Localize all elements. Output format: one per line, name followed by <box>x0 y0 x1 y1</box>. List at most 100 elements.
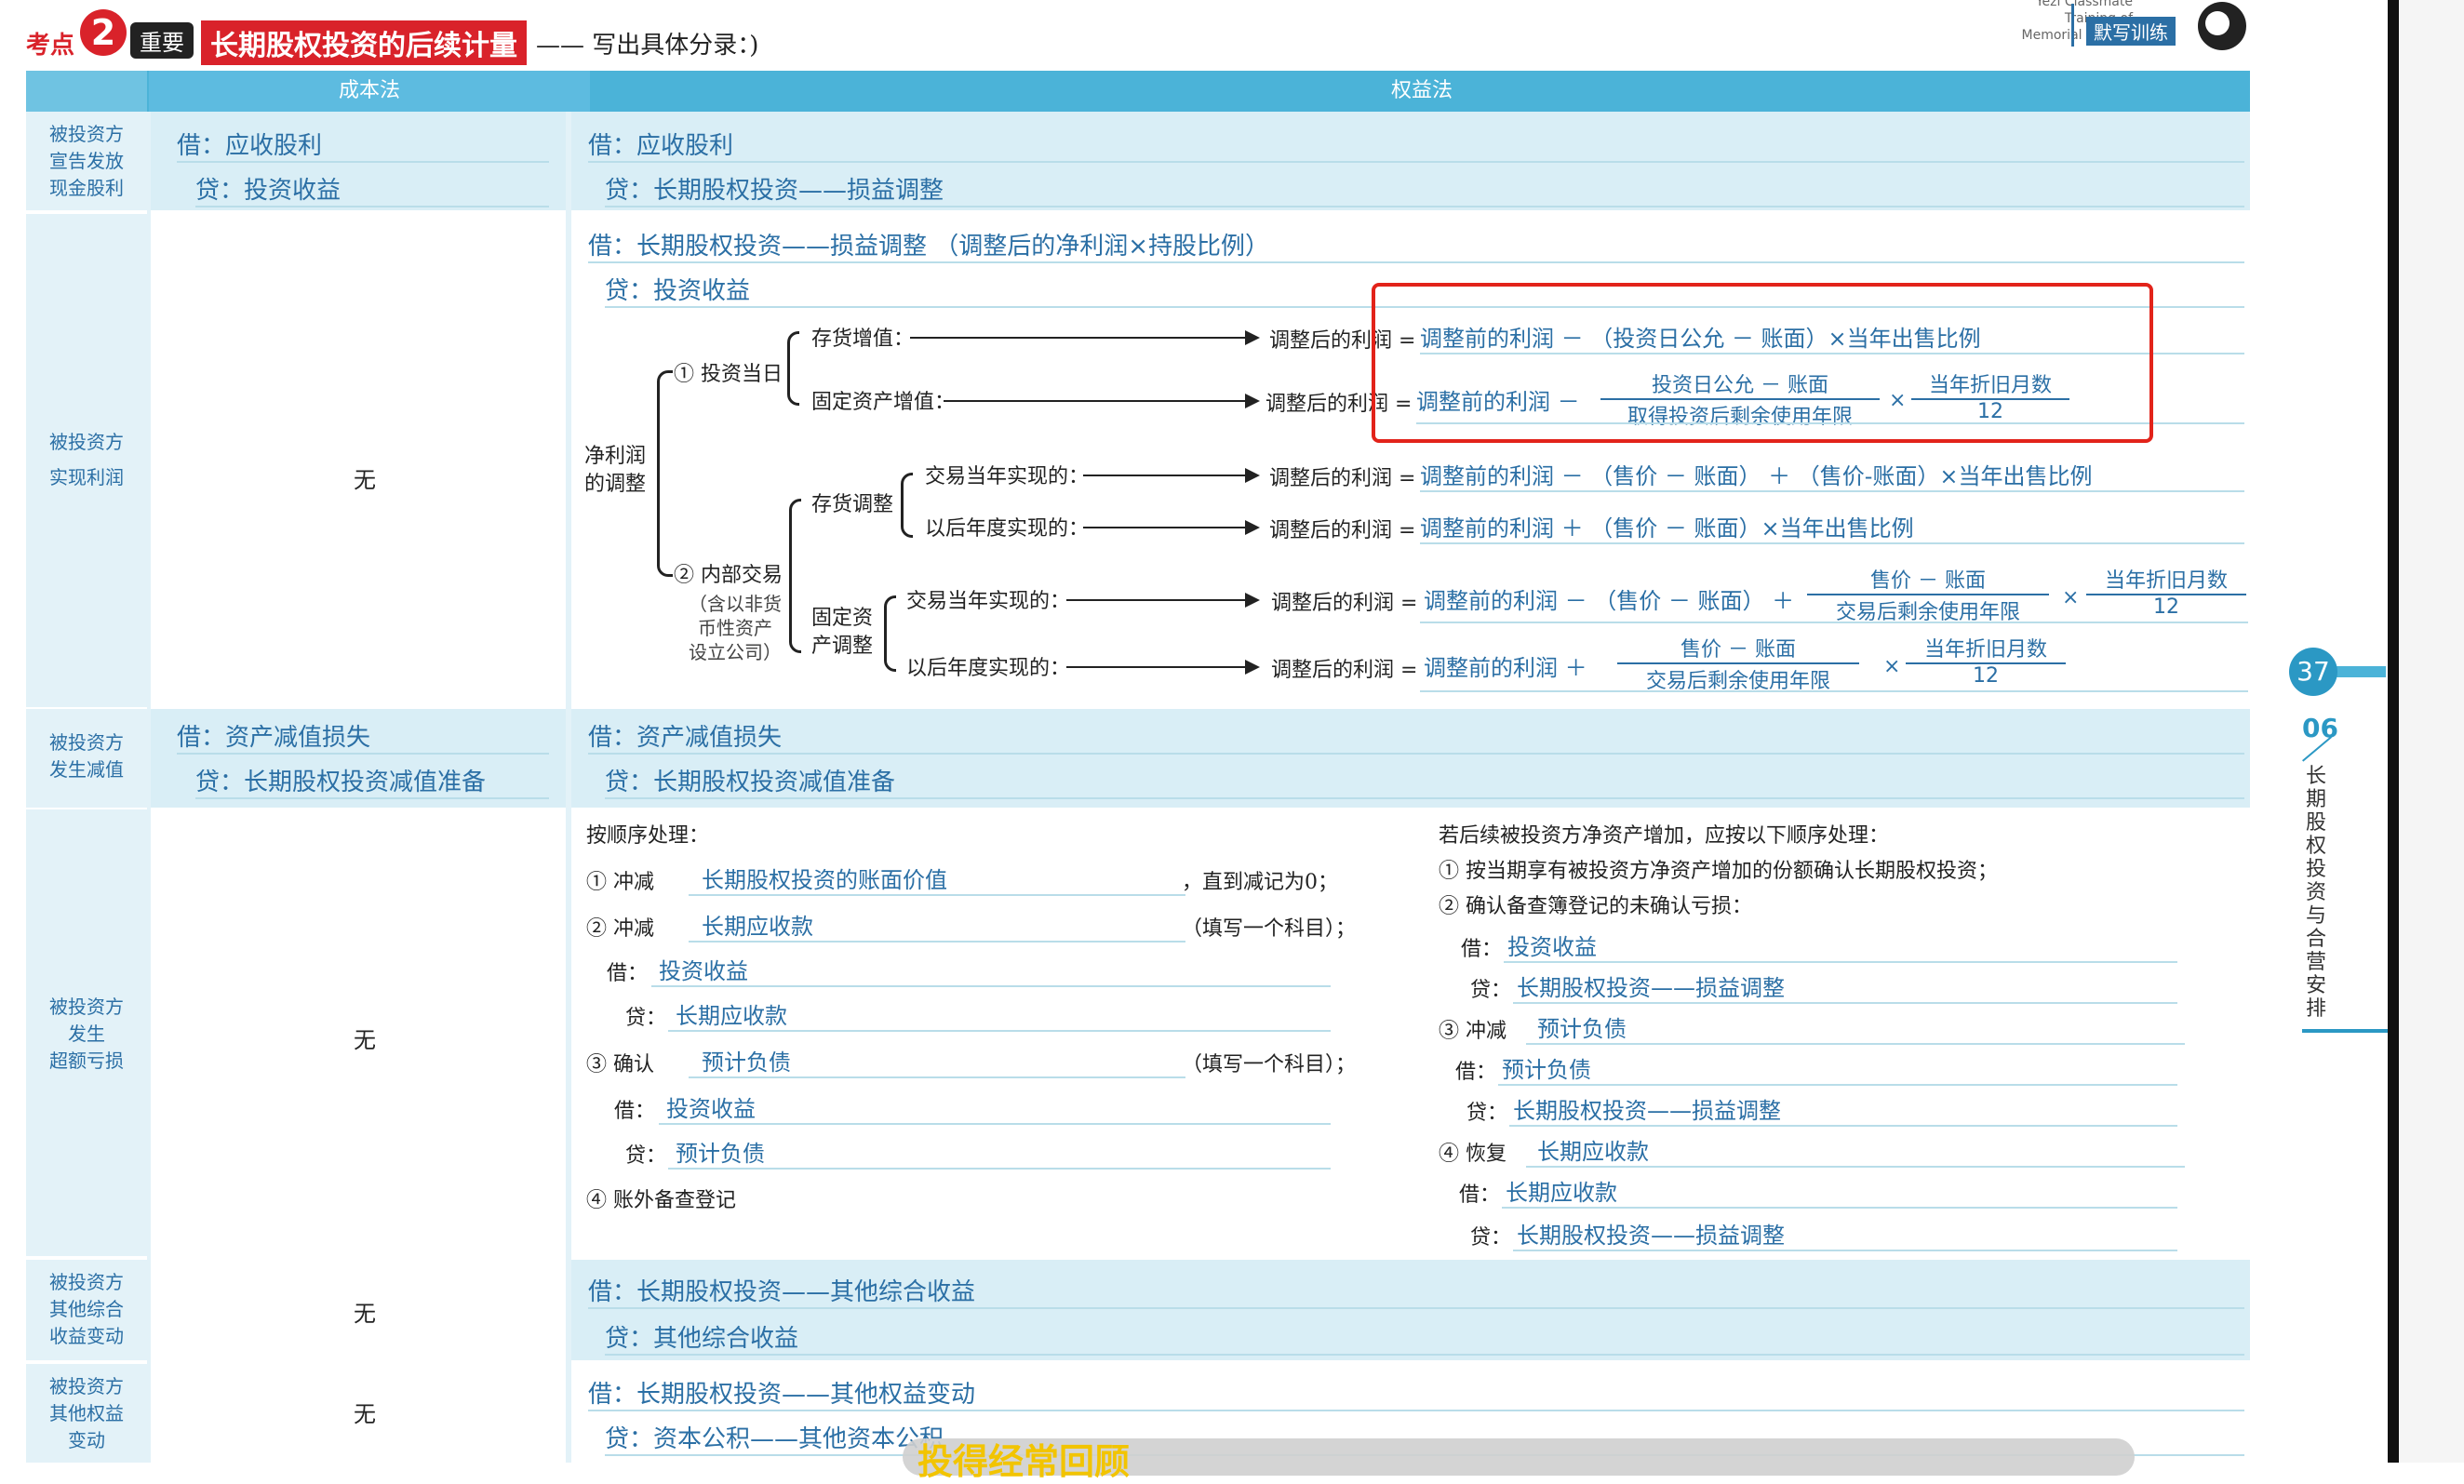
row2-cost-none: 无 <box>354 467 376 493</box>
col-header-label <box>26 71 147 112</box>
topic-number-badge: 2 <box>80 9 127 56</box>
loss-l3-credit: 预计负债 <box>668 1135 1331 1170</box>
result-label-1: 调整后的利润 = <box>1269 329 1416 353</box>
row6-label-2: 其他权益 <box>49 1402 124 1424</box>
row1-label-3: 现金股利 <box>49 177 124 199</box>
row-label-excess-loss <box>26 809 147 1256</box>
loss-r2-debit-prefix: 借： <box>1461 938 1503 961</box>
chapter-char-4: 权 <box>2305 835 2326 858</box>
loss-right-title: 若后续被投资方净资产增加，应按以下顺序处理： <box>1439 824 1890 848</box>
loss-l3-prefix: ③ 确认 <box>586 1053 654 1076</box>
loss-l3-suffix: （填写一个科目）； <box>1182 1053 1357 1076</box>
formula-2-frac1: 投资日公允 － 账面 取得投资后剩余使用年限 <box>1600 368 1880 430</box>
subtitle-text: 投得经常回顾 <box>917 1441 1131 1482</box>
loss-r3-credit: 长期股权投资——损益调整 <box>1509 1092 2177 1127</box>
loss-l1-prefix: ① 冲减 <box>586 871 654 894</box>
formula-1: 调整前的利润 － （投资日公允 － 账面）×当年出售比例 <box>1420 320 2244 354</box>
topic-subtitle: —— 写出具体分录：) <box>536 32 759 60</box>
arrow-3 <box>1083 468 1260 483</box>
loss-left-title: 按顺序处理： <box>586 824 710 848</box>
b1-item-inventory: 存货增值： <box>811 328 915 351</box>
formula-6-frac1: 售价 － 账面 交易后剩余使用年限 <box>1617 633 1859 694</box>
brand-divider <box>2071 4 2074 47</box>
loss-l2-prefix: ② 冲减 <box>586 917 654 941</box>
b2-note-1: （含以非货 <box>689 593 782 615</box>
formula-4: 调整前的利润 ＋ （售价 － 账面）×当年出售比例 <box>1420 510 2244 544</box>
inv-item-later: 以后年度实现的： <box>925 517 1090 541</box>
chapter-number: 06 <box>2302 713 2338 743</box>
row-label-dividend <box>26 112 147 210</box>
row2-equity-credit: 贷：投资收益 <box>605 272 2244 308</box>
brand-block: Yezi Classmate Training of Memorial Writ… <box>1945 0 2261 60</box>
tree-branch-internal: ② 内部交易 <box>674 564 783 587</box>
fa-item-current: 交易当年实现的： <box>906 590 1071 613</box>
row5-label-2: 其他综合 <box>49 1298 124 1320</box>
tree-root-1: 净利润 <box>584 445 647 468</box>
row-label-oci <box>26 1260 147 1360</box>
loss-r3-debit-prefix: 借： <box>1455 1061 1497 1084</box>
topic-kaodian: 考点 <box>26 32 75 60</box>
inv-item-current: 交易当年实现的： <box>925 465 1090 488</box>
formula-5-lead: 调整前的利润 － （售价 － 账面） ＋ <box>1424 588 1795 614</box>
row4-cost-none: 无 <box>354 1027 376 1053</box>
formula-6-times: × <box>1883 655 1901 678</box>
chapter-char-5: 投 <box>2305 858 2326 881</box>
loss-l2-debit-prefix: 借： <box>607 962 649 985</box>
arrow-6 <box>1066 660 1260 675</box>
page-number-tab: 37 <box>2289 648 2386 696</box>
tree-root-brace <box>657 370 673 577</box>
loss-r1: ① 按当期享有被投资方净资产增加的份额确认长期股权投资； <box>1439 860 1998 883</box>
row1-equity-debit: 借：应收股利 <box>588 127 2244 163</box>
formula-6-num1: 售价 － 账面 <box>1617 633 1859 664</box>
formula-5-frac2: 当年折旧月数 12 <box>2086 564 2246 619</box>
formula-5-num1: 售价 － 账面 <box>1807 564 2049 595</box>
arrow-2 <box>944 394 1260 408</box>
formula-2-num1: 投资日公允 － 账面 <box>1600 368 1880 400</box>
row6-label-3: 变动 <box>68 1429 105 1451</box>
loss-r4-value: 长期应收款 <box>1526 1133 2185 1168</box>
loss-r3-credit-prefix: 贷： <box>1466 1102 1508 1125</box>
loss-l1-suffix: ，直到减记为0； <box>1182 871 1338 894</box>
row-label-impairment <box>26 709 147 808</box>
table-header: 成本法 权益法 <box>26 71 2250 112</box>
row5-label-1: 被投资方 <box>49 1271 124 1293</box>
formula-2-num2: 当年折旧月数 <box>1911 368 2069 400</box>
row1-cost-credit: 贷：投资收益 <box>195 171 549 207</box>
loss-l2-value: 长期应收款 <box>689 908 1185 943</box>
formula-2-times: × <box>1889 389 1907 412</box>
row4-label-2: 发生 <box>68 1023 105 1045</box>
loss-l1-value: 长期股权投资的账面价值 <box>689 862 1185 896</box>
loss-r3-value: 预计负债 <box>1526 1010 2185 1045</box>
tree-branch-investday: ① 投资当日 <box>674 363 783 386</box>
tree-b2-brace <box>789 499 801 653</box>
row2-label-1: 被投资方 <box>49 431 124 453</box>
result-label-2: 调整后的利润 = <box>1265 393 1413 416</box>
loss-r3-debit: 预计负债 <box>1498 1051 2177 1086</box>
formula-5-frac1: 售价 － 账面 交易后剩余使用年限 <box>1807 564 2049 625</box>
formula-5-den2: 12 <box>2153 595 2179 619</box>
row3-label-1: 被投资方 <box>49 731 124 754</box>
fa-adjust-2: 产调整 <box>811 635 874 658</box>
loss-l2-suffix: （填写一个科目）； <box>1182 917 1357 941</box>
formula-6-lead: 调整前的利润 ＋ <box>1424 655 1587 681</box>
row6-equity-debit: 借：长期股权投资——其他权益变动 <box>588 1375 2244 1411</box>
loss-r2: ② 确认备查簿登记的未确认亏损： <box>1439 895 1752 918</box>
fa-adjust-brace <box>884 595 896 672</box>
formula-2-lead: 调整前的利润 － <box>1416 389 1580 415</box>
result-label-6: 调整后的利润 = <box>1271 659 1418 682</box>
row3-equity-credit: 贷：长期股权投资减值准备 <box>605 763 2244 799</box>
loss-l2-debit: 投资收益 <box>651 953 1331 987</box>
result-label-5: 调整后的利润 = <box>1271 592 1418 615</box>
inv-adjust-brace <box>901 473 913 538</box>
row5-equity-credit: 贷：其他综合收益 <box>605 1319 2244 1356</box>
loss-r4-credit-prefix: 贷： <box>1470 1226 1512 1250</box>
row5-label-3: 收益变动 <box>49 1325 124 1347</box>
row1-cost-debit: 借：应收股利 <box>177 127 549 163</box>
row2-label-2: 实现利润 <box>49 466 124 488</box>
loss-l3-debit: 投资收益 <box>659 1090 1331 1125</box>
formula-6-num2: 当年折旧月数 <box>1906 633 2066 664</box>
chapter-title: 长 期 股 权 投 资 与 合 营 安 排 <box>2302 765 2330 1021</box>
importance-badge: 重要 <box>130 22 194 59</box>
formula-3: 调整前的利润 － （售价 － 账面） ＋ （售价-账面）×当年出售比例 <box>1420 458 2244 492</box>
topic-header: 考点 2 重要 长期股权投资的后续计量 —— 写出具体分录：) <box>26 7 864 65</box>
